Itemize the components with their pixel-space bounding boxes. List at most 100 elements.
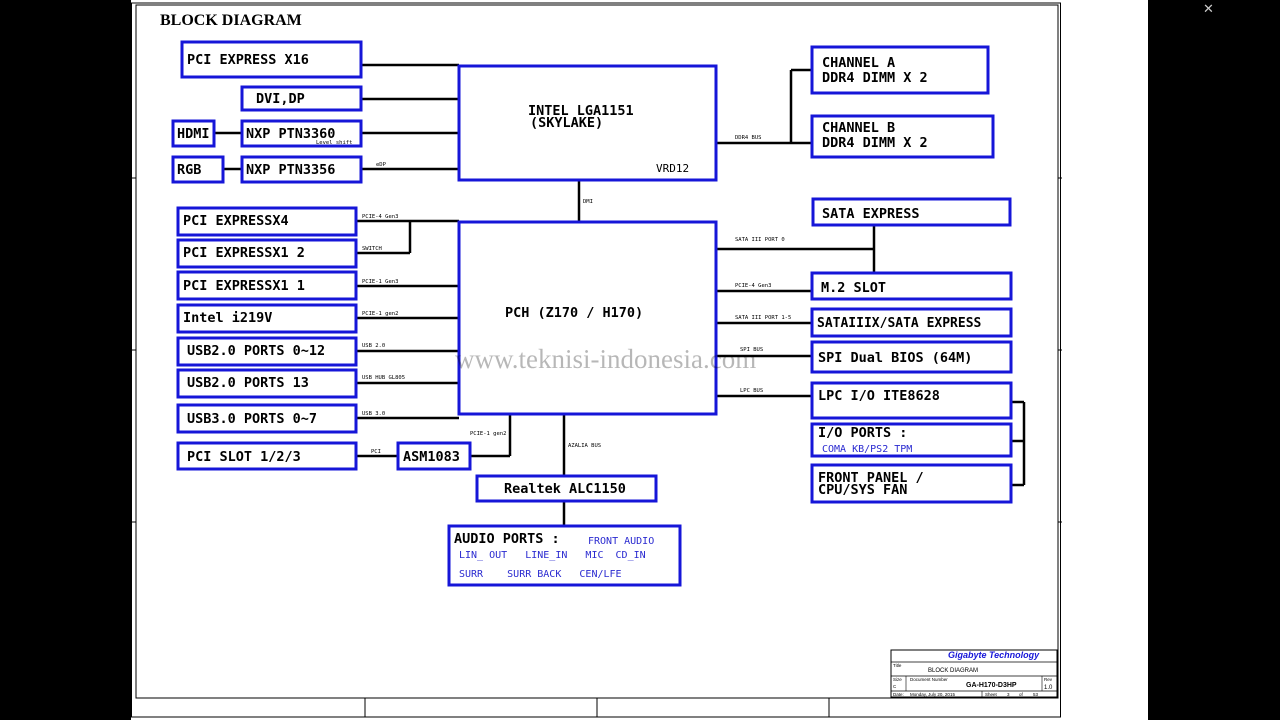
label-pch: PCH (Z170 / H170) bbox=[505, 305, 643, 321]
label-realtek: Realtek ALC1150 bbox=[504, 481, 626, 497]
bus-label-pcie1-asm: PCIE-1 gen2 bbox=[470, 431, 506, 437]
close-icon[interactable]: ✕ bbox=[1203, 2, 1214, 17]
label-audio-row2: SURR SURR BACK CEN/LFE bbox=[459, 569, 622, 580]
label-channel-b-2: DDR4 DIMM X 2 bbox=[822, 135, 928, 151]
block-hdmi[interactable] bbox=[171, 119, 216, 148]
bus-label-pcie1-gen2: PCIE-1 gen2 bbox=[362, 311, 398, 317]
label-channel-a-2: DDR4 DIMM X 2 bbox=[822, 70, 928, 86]
label-io-ports: I/O PORTS : bbox=[818, 425, 907, 441]
label-i219v: Intel i219V bbox=[183, 310, 272, 326]
bus-label-usb20: USB 2.0 bbox=[362, 343, 385, 349]
block-pch[interactable] bbox=[457, 220, 718, 416]
bus-label-ddr4: DDR4 BUS bbox=[735, 135, 762, 141]
block-dvi-dp[interactable] bbox=[240, 85, 363, 112]
border-ticks bbox=[131, 177, 1062, 717]
bus-label-pci: PCI bbox=[371, 449, 381, 455]
label-level-shift: Level shift bbox=[316, 140, 352, 146]
date-value: Monday, July 20, 2015 bbox=[910, 692, 955, 697]
block-audio-ports[interactable] bbox=[447, 524, 682, 587]
block-sataiiix[interactable] bbox=[810, 307, 1013, 338]
label-front-panel-1: FRONT PANEL / bbox=[818, 470, 924, 486]
block-usb20-ports-13[interactable] bbox=[176, 368, 358, 399]
block-pcie-x1-2[interactable] bbox=[176, 238, 358, 269]
label-audio-row1: LIN_ OUT LINE_IN MIC CD_IN bbox=[459, 550, 646, 561]
bus-label-lpc: LPC BUS bbox=[740, 388, 763, 394]
block-ptn3356[interactable] bbox=[240, 155, 363, 184]
label-m2-slot: M.2 SLOT bbox=[821, 280, 886, 296]
label-pci-slot: PCI SLOT 1/2/3 bbox=[187, 449, 301, 465]
label-channel-a-1: CHANNEL A bbox=[822, 55, 895, 71]
label-hdmi: HDMI bbox=[177, 126, 210, 142]
bus-label-pcie4-right: PCIE-4 Gen3 bbox=[735, 283, 771, 289]
title-block bbox=[890, 649, 1058, 698]
label-usb20-ports-13: USB2.0 PORTS 13 bbox=[187, 375, 309, 391]
label-rgb: RGB bbox=[177, 162, 201, 178]
total-sheets-value: 53 bbox=[1033, 692, 1039, 697]
label-io-ports-sub: COMA KB/PS2 TPM bbox=[822, 444, 912, 455]
bus-label-spi: SPI BUS bbox=[740, 347, 763, 353]
block-m2-slot[interactable] bbox=[810, 271, 1013, 301]
size-value: C bbox=[893, 684, 897, 689]
date-label: Date: bbox=[893, 692, 904, 697]
bus-label-azalia: AZALIA BUS bbox=[568, 443, 601, 449]
label-spi-bios: SPI Dual BIOS (64M) bbox=[818, 350, 972, 366]
bus-label-usb-hub: USB HUB GL805 bbox=[362, 375, 405, 381]
label-cpu-line2: (SKYLAKE) bbox=[530, 115, 603, 131]
diagram-title: BLOCK DIAGRAM bbox=[160, 12, 302, 29]
block-rgb[interactable] bbox=[171, 155, 225, 184]
label-cpu-line1: INTEL LGA1151 bbox=[528, 103, 634, 119]
wires bbox=[214, 63, 1026, 526]
label-sataiiix: SATAIIIX/SATA EXPRESS bbox=[817, 316, 982, 331]
bus-label-dmi: DMI bbox=[583, 199, 593, 205]
label-channel-b-1: CHANNEL B bbox=[822, 120, 895, 136]
label-ptn3360: NXP PTN3360 bbox=[246, 126, 335, 142]
bus-label-pcie1-gen3: PCIE-1 Gen3 bbox=[362, 279, 398, 285]
label-asm1083: ASM1083 bbox=[403, 449, 460, 465]
block-sata-express[interactable] bbox=[811, 197, 1012, 227]
block-front-panel[interactable] bbox=[810, 463, 1013, 504]
label-dvi-dp: DVI,DP bbox=[256, 91, 305, 107]
label-pcie-x4: PCI EXPRESSX4 bbox=[183, 213, 289, 229]
block-realtek[interactable] bbox=[475, 474, 658, 503]
block-io-ports[interactable] bbox=[810, 422, 1013, 458]
block-i219v[interactable] bbox=[176, 303, 358, 334]
label-usb20-ports-0-12: USB2.0 PORTS 0~12 bbox=[187, 343, 325, 359]
block-lpc-io[interactable] bbox=[810, 381, 1013, 420]
document-number-value: GA-H170-D3HP bbox=[966, 682, 1017, 689]
sheet-value: 3 bbox=[1007, 692, 1010, 697]
outer-border bbox=[131, 2, 1061, 718]
watermark: www.teknisi-indonesia.com bbox=[455, 344, 756, 374]
bus-label-pcie4-left: PCIE-4 Gen3 bbox=[362, 214, 398, 220]
sheet-label: Sheet bbox=[985, 692, 998, 697]
block-channel-a[interactable] bbox=[810, 45, 990, 95]
block-ptn3360[interactable] bbox=[240, 119, 363, 148]
title-label: Title bbox=[893, 663, 902, 668]
label-audio-ports: AUDIO PORTS : bbox=[454, 531, 560, 547]
block-spi-bios[interactable] bbox=[810, 340, 1013, 374]
block-pcie-x4[interactable] bbox=[176, 206, 358, 237]
block-cpu[interactable] bbox=[457, 64, 718, 182]
block-channel-b[interactable] bbox=[810, 114, 995, 159]
bus-label-sata-port0: SATA III PORT 0 bbox=[735, 237, 785, 243]
title-value: BLOCK DIAGRAM bbox=[928, 668, 978, 674]
company-name: Gigabyte Technology bbox=[948, 650, 1040, 660]
size-label: Size bbox=[893, 677, 902, 682]
block-pcie-x1-1[interactable] bbox=[176, 270, 358, 301]
block-asm1083[interactable] bbox=[396, 441, 472, 471]
bus-label-usb30: USB 3.0 bbox=[362, 411, 385, 417]
label-usb30-ports: USB3.0 PORTS 0~7 bbox=[187, 411, 317, 427]
block-pci-slot[interactable] bbox=[176, 441, 358, 471]
block-usb30-ports[interactable] bbox=[176, 403, 358, 434]
label-pcie-x1-2: PCI EXPRESSX1 2 bbox=[183, 245, 305, 261]
label-pcie-x16: PCI EXPRESS X16 bbox=[187, 52, 309, 68]
block-pcie-x16[interactable] bbox=[180, 40, 363, 79]
label-front-audio: FRONT AUDIO bbox=[588, 536, 654, 547]
bus-label-switch: SWITCH bbox=[362, 246, 382, 252]
of-label: of bbox=[1019, 692, 1024, 697]
document-number-label: Document Number bbox=[910, 677, 948, 682]
bus-label-edp: eDP bbox=[376, 162, 387, 168]
label-pcie-x1-1: PCI EXPRESSX1 1 bbox=[183, 278, 305, 294]
label-sata-express: SATA EXPRESS bbox=[822, 206, 920, 222]
block-usb20-ports-0-12[interactable] bbox=[176, 336, 358, 367]
